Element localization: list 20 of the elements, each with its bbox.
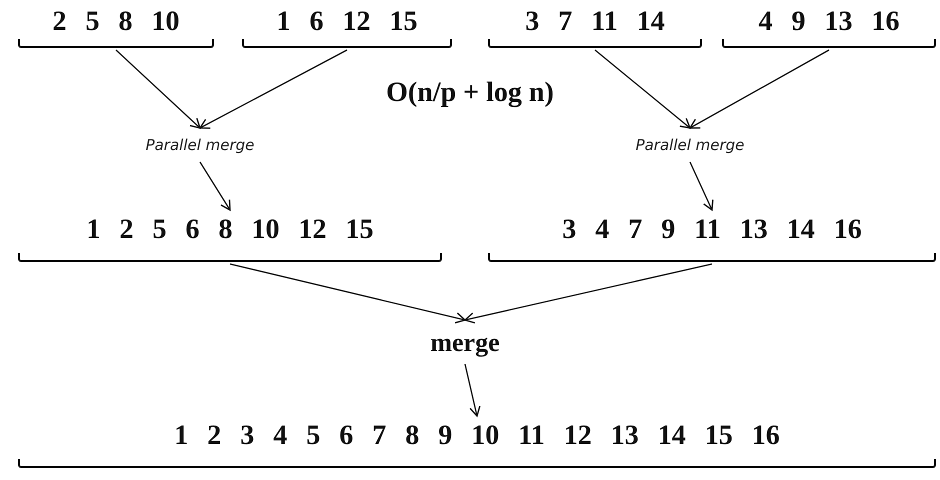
bracketed-number-list: 1 6 12 15 bbox=[242, 4, 452, 48]
bracketed-number-list: 1 2 5 6 8 10 12 15 bbox=[18, 212, 442, 262]
arrow bbox=[116, 50, 201, 129]
arrow bbox=[689, 49, 830, 129]
bracketed-number-list: 3 4 7 9 11 13 14 16 bbox=[488, 212, 936, 262]
step-label: Parallel merge bbox=[610, 130, 770, 160]
arrow bbox=[464, 364, 481, 417]
arrow bbox=[199, 162, 231, 211]
bracketed-number-list: 1 2 3 4 5 6 7 8 9 10 11 12 13 14 15 16 bbox=[18, 418, 936, 468]
bracketed-number-list: 4 9 13 16 bbox=[722, 4, 936, 48]
complexity-note: O(n/p + log n) bbox=[385, 76, 555, 110]
arrow bbox=[199, 49, 348, 129]
arrow bbox=[464, 263, 712, 324]
arrow bbox=[230, 263, 466, 324]
arrow bbox=[689, 162, 714, 211]
bracketed-number-list: 2 5 8 10 bbox=[18, 4, 214, 48]
step-label: Parallel merge bbox=[120, 130, 280, 160]
bracketed-number-list: 3 7 11 14 bbox=[488, 4, 702, 48]
merge-label: merge bbox=[405, 322, 525, 362]
arrow bbox=[594, 50, 691, 129]
